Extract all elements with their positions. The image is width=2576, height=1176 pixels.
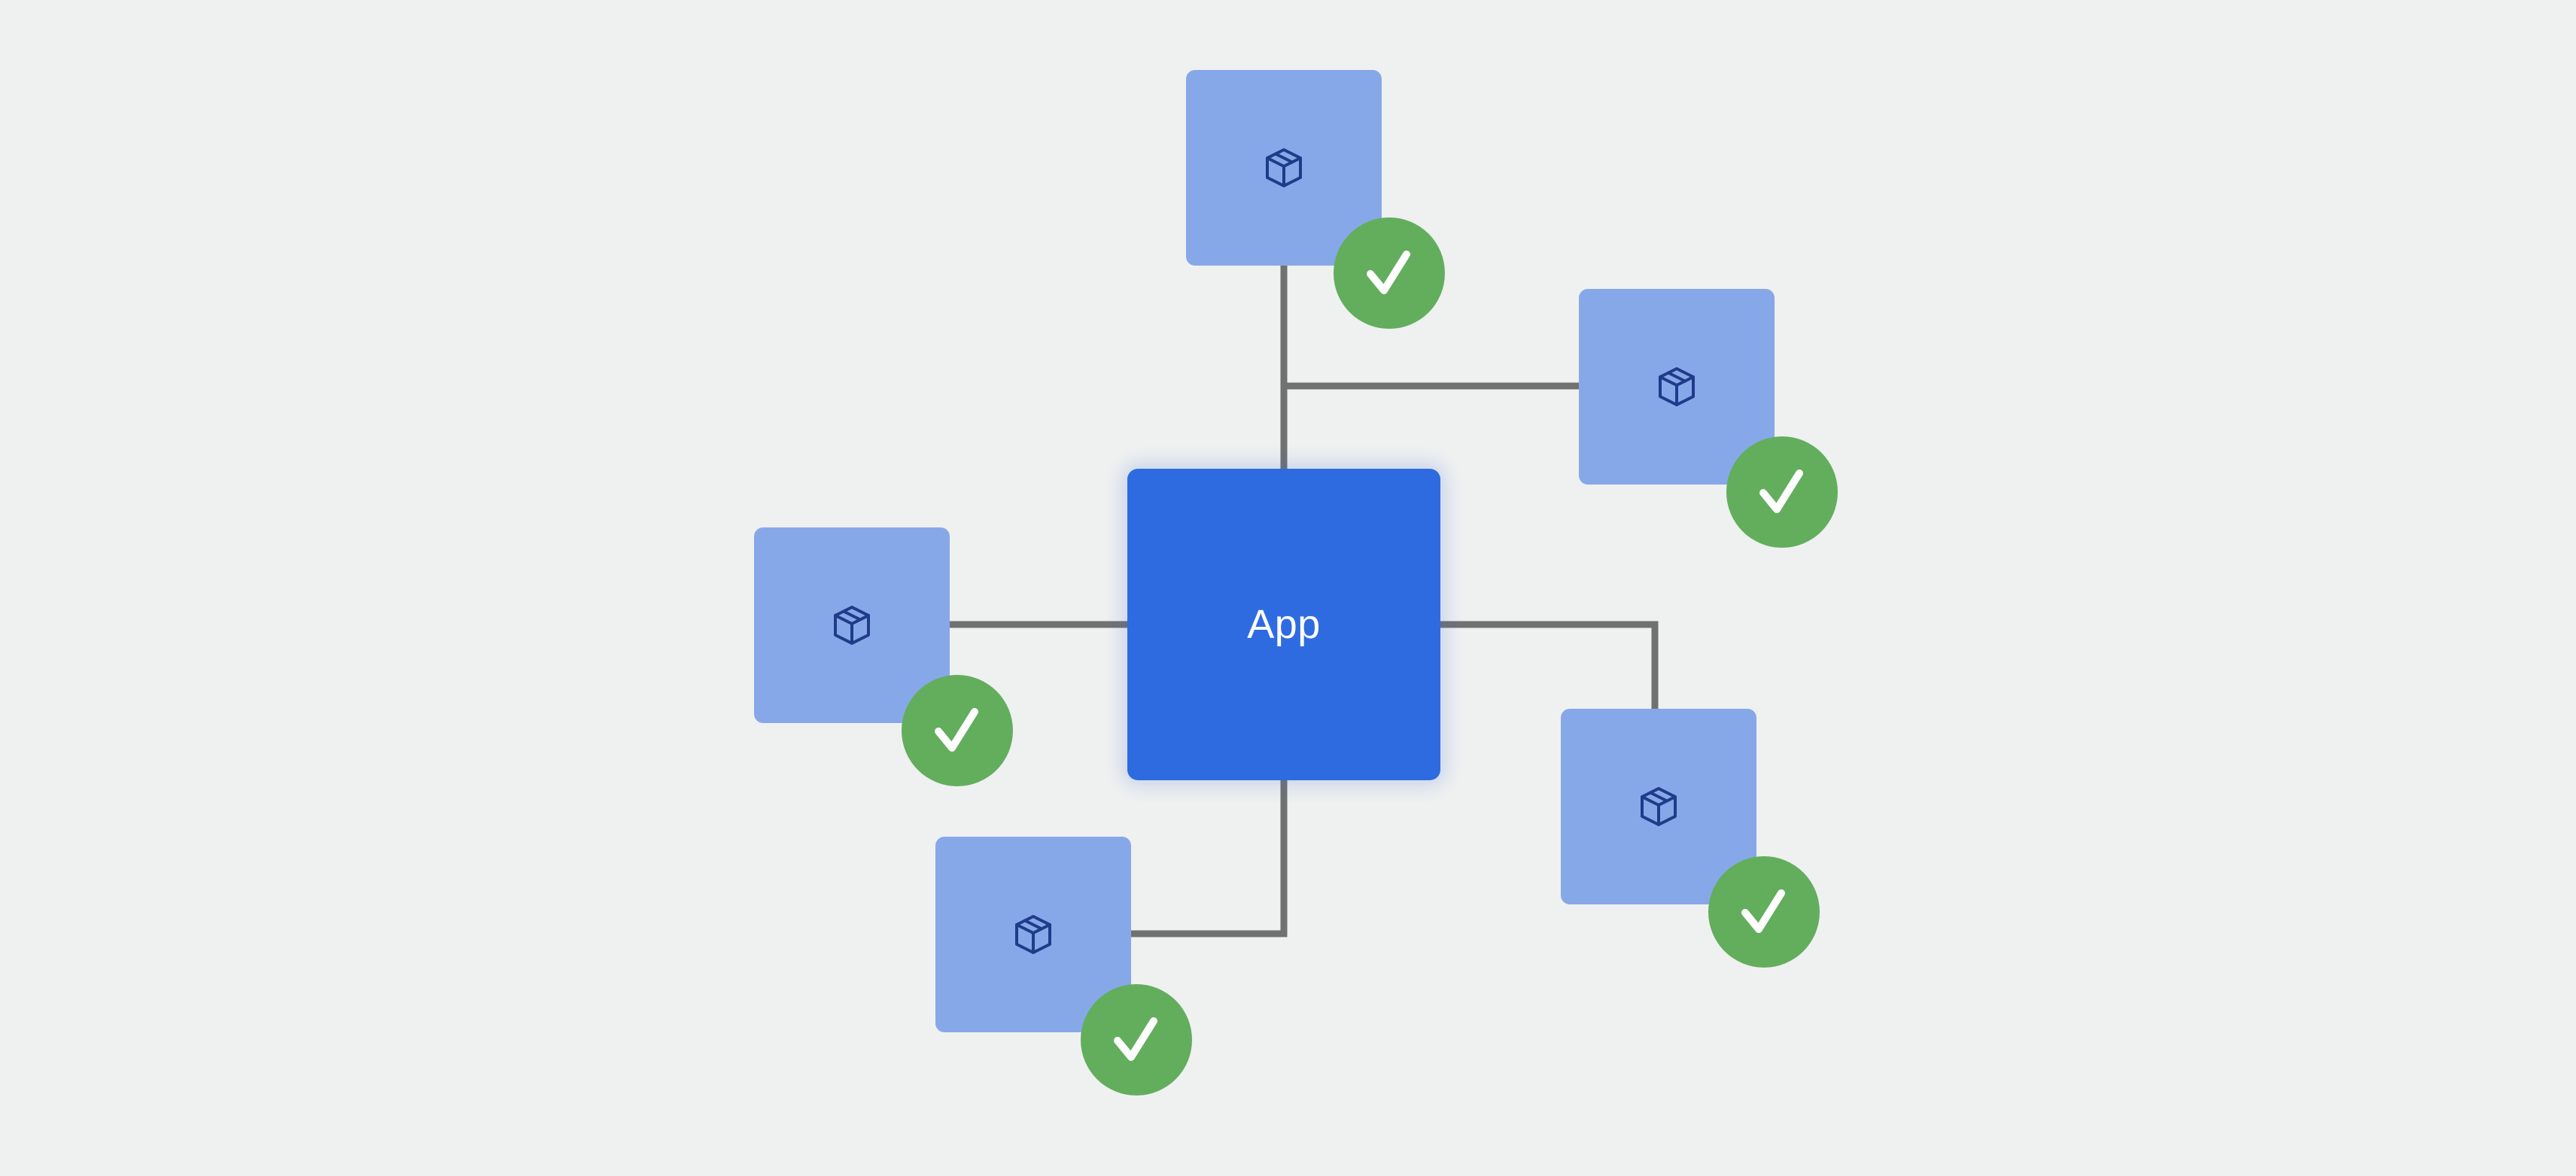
package-node-upper-right (1579, 289, 1775, 485)
checkmark-icon (1367, 251, 1410, 294)
connector-bottom (1126, 776, 1288, 937)
package-node-left (754, 527, 950, 723)
status-check-lower-right (1708, 856, 1820, 968)
checkmark-icon (1741, 889, 1785, 933)
package-icon (834, 606, 870, 645)
checkmark-icon (1114, 1017, 1157, 1061)
package-icon (1641, 787, 1677, 826)
package-node-top (1186, 70, 1382, 266)
app-label: App (1247, 602, 1321, 647)
checkmark-icon (1759, 469, 1803, 513)
package-node-lower-right (1561, 709, 1756, 904)
package-icon (1015, 915, 1051, 954)
package-icon (1659, 367, 1695, 406)
status-check-upper-right (1726, 436, 1838, 548)
status-check-left (902, 675, 1013, 786)
package-icon (1266, 148, 1302, 187)
status-check-bottom (1081, 984, 1192, 1095)
checkmark-icon (935, 708, 978, 752)
status-check-top (1334, 217, 1445, 329)
app-node: App (1127, 469, 1440, 780)
connector-lower-right (1437, 621, 1659, 713)
